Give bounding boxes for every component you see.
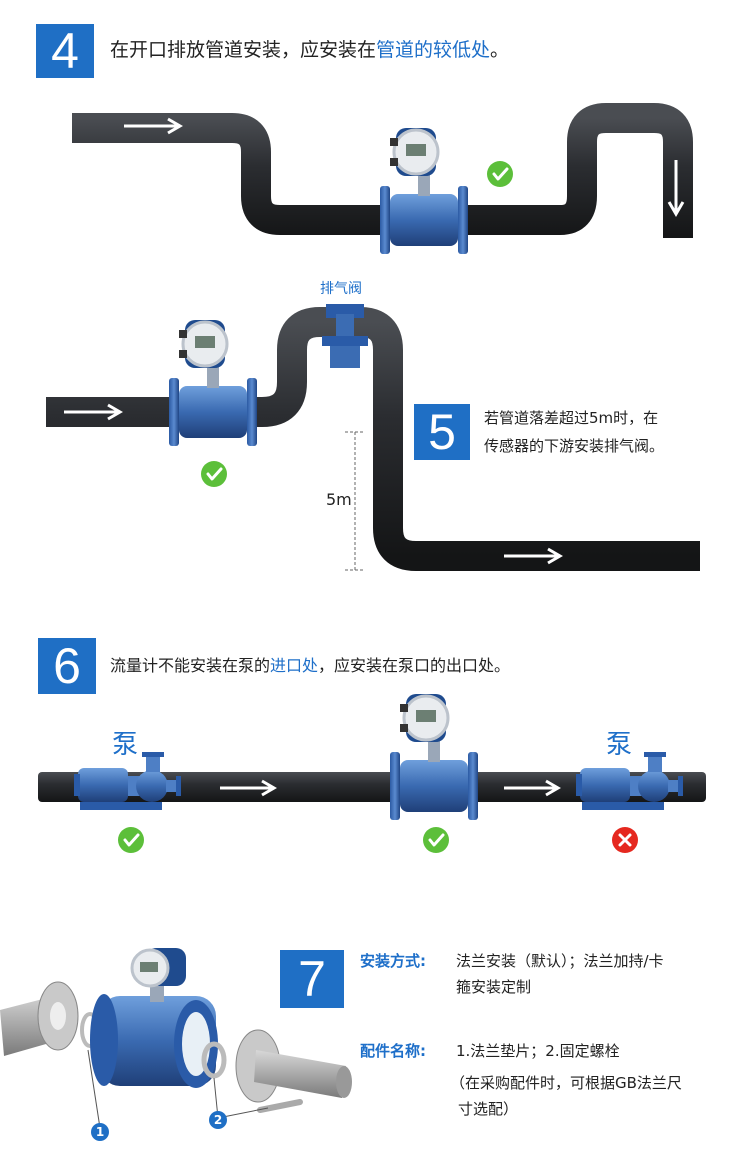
exploded-flowmeter-view: [0, 948, 352, 1129]
marker-1-label: 1: [95, 1125, 105, 1139]
caption-text-end: ，应安装在泵口的出口处。: [318, 656, 511, 675]
step-6-badge: 6: [38, 638, 96, 694]
marker-2-label: 2: [213, 1113, 223, 1127]
cross-icon: [610, 825, 640, 855]
pipe-section4: [72, 103, 693, 238]
caption-highlight: 进口处: [270, 656, 319, 675]
step-number: 6: [53, 638, 81, 694]
caption-text: 在开口排放管道安装，应安装在: [110, 39, 377, 61]
part-marker-2: [209, 1111, 227, 1129]
parts-line-1: 1.法兰垫片；2.固定螺栓: [456, 1042, 620, 1060]
parts-line-3: 寸选配）: [458, 1100, 519, 1118]
pipe-section6: [38, 772, 706, 802]
step-7-badge: 7: [280, 950, 344, 1008]
step-6-caption: 流量计不能安装在泵的进口处，应安装在泵口的出口处。: [110, 654, 510, 678]
flowmeter-section6: [388, 692, 480, 822]
flowmeter-section4: [378, 126, 470, 256]
step-4-badge: 4: [36, 24, 94, 78]
mount-line-1: 法兰安装（默认）；法兰加持/卡: [456, 952, 664, 970]
caption-highlight: 管道的较低处: [376, 39, 491, 61]
mount-method-text: 法兰安装（默认）；法兰加持/卡 箍安装定制: [456, 948, 664, 1000]
step-4-caption: 在开口排放管道安装，应安装在管道的较低处。: [110, 38, 509, 62]
check-icon: [485, 159, 515, 189]
check-icon: [421, 825, 451, 855]
step-number: 7: [298, 951, 326, 1007]
caption-line-2: 传感器的下游安装排气阀。: [484, 437, 665, 455]
parts-label: 配件名称:: [360, 1042, 426, 1060]
pump-label-left: 泵: [112, 730, 139, 760]
mount-method-label: 安装方式:: [360, 952, 426, 970]
caption-line-1: 若管道落差超过5m时，在: [484, 409, 659, 427]
flowmeter-section5: [167, 318, 259, 448]
parts-note: （在采购配件时，可根据GB法兰尺 寸选配）: [450, 1070, 682, 1122]
step-5-caption: 若管道落差超过5m时，在 传感器的下游安装排气阀。: [484, 404, 664, 460]
step-number: 4: [51, 23, 79, 79]
caption-text: 流量计不能安装在泵的: [110, 656, 271, 675]
exhaust-valve-label: 排气阀: [320, 281, 362, 297]
part-marker-1: [91, 1123, 109, 1141]
check-icon: [199, 459, 229, 489]
step-5-badge: 5: [414, 404, 470, 460]
exhaust-valve-icon: [322, 304, 368, 368]
check-icon: [116, 825, 146, 855]
step-number: 5: [428, 404, 456, 460]
pump-label-right: 泵: [606, 730, 633, 760]
mount-line-2: 箍安装定制: [456, 978, 532, 996]
height-label: 5m: [326, 490, 352, 509]
parts-line-2: （在采购配件时，可根据GB法兰尺: [450, 1074, 682, 1092]
caption-text-end: 。: [490, 39, 510, 61]
